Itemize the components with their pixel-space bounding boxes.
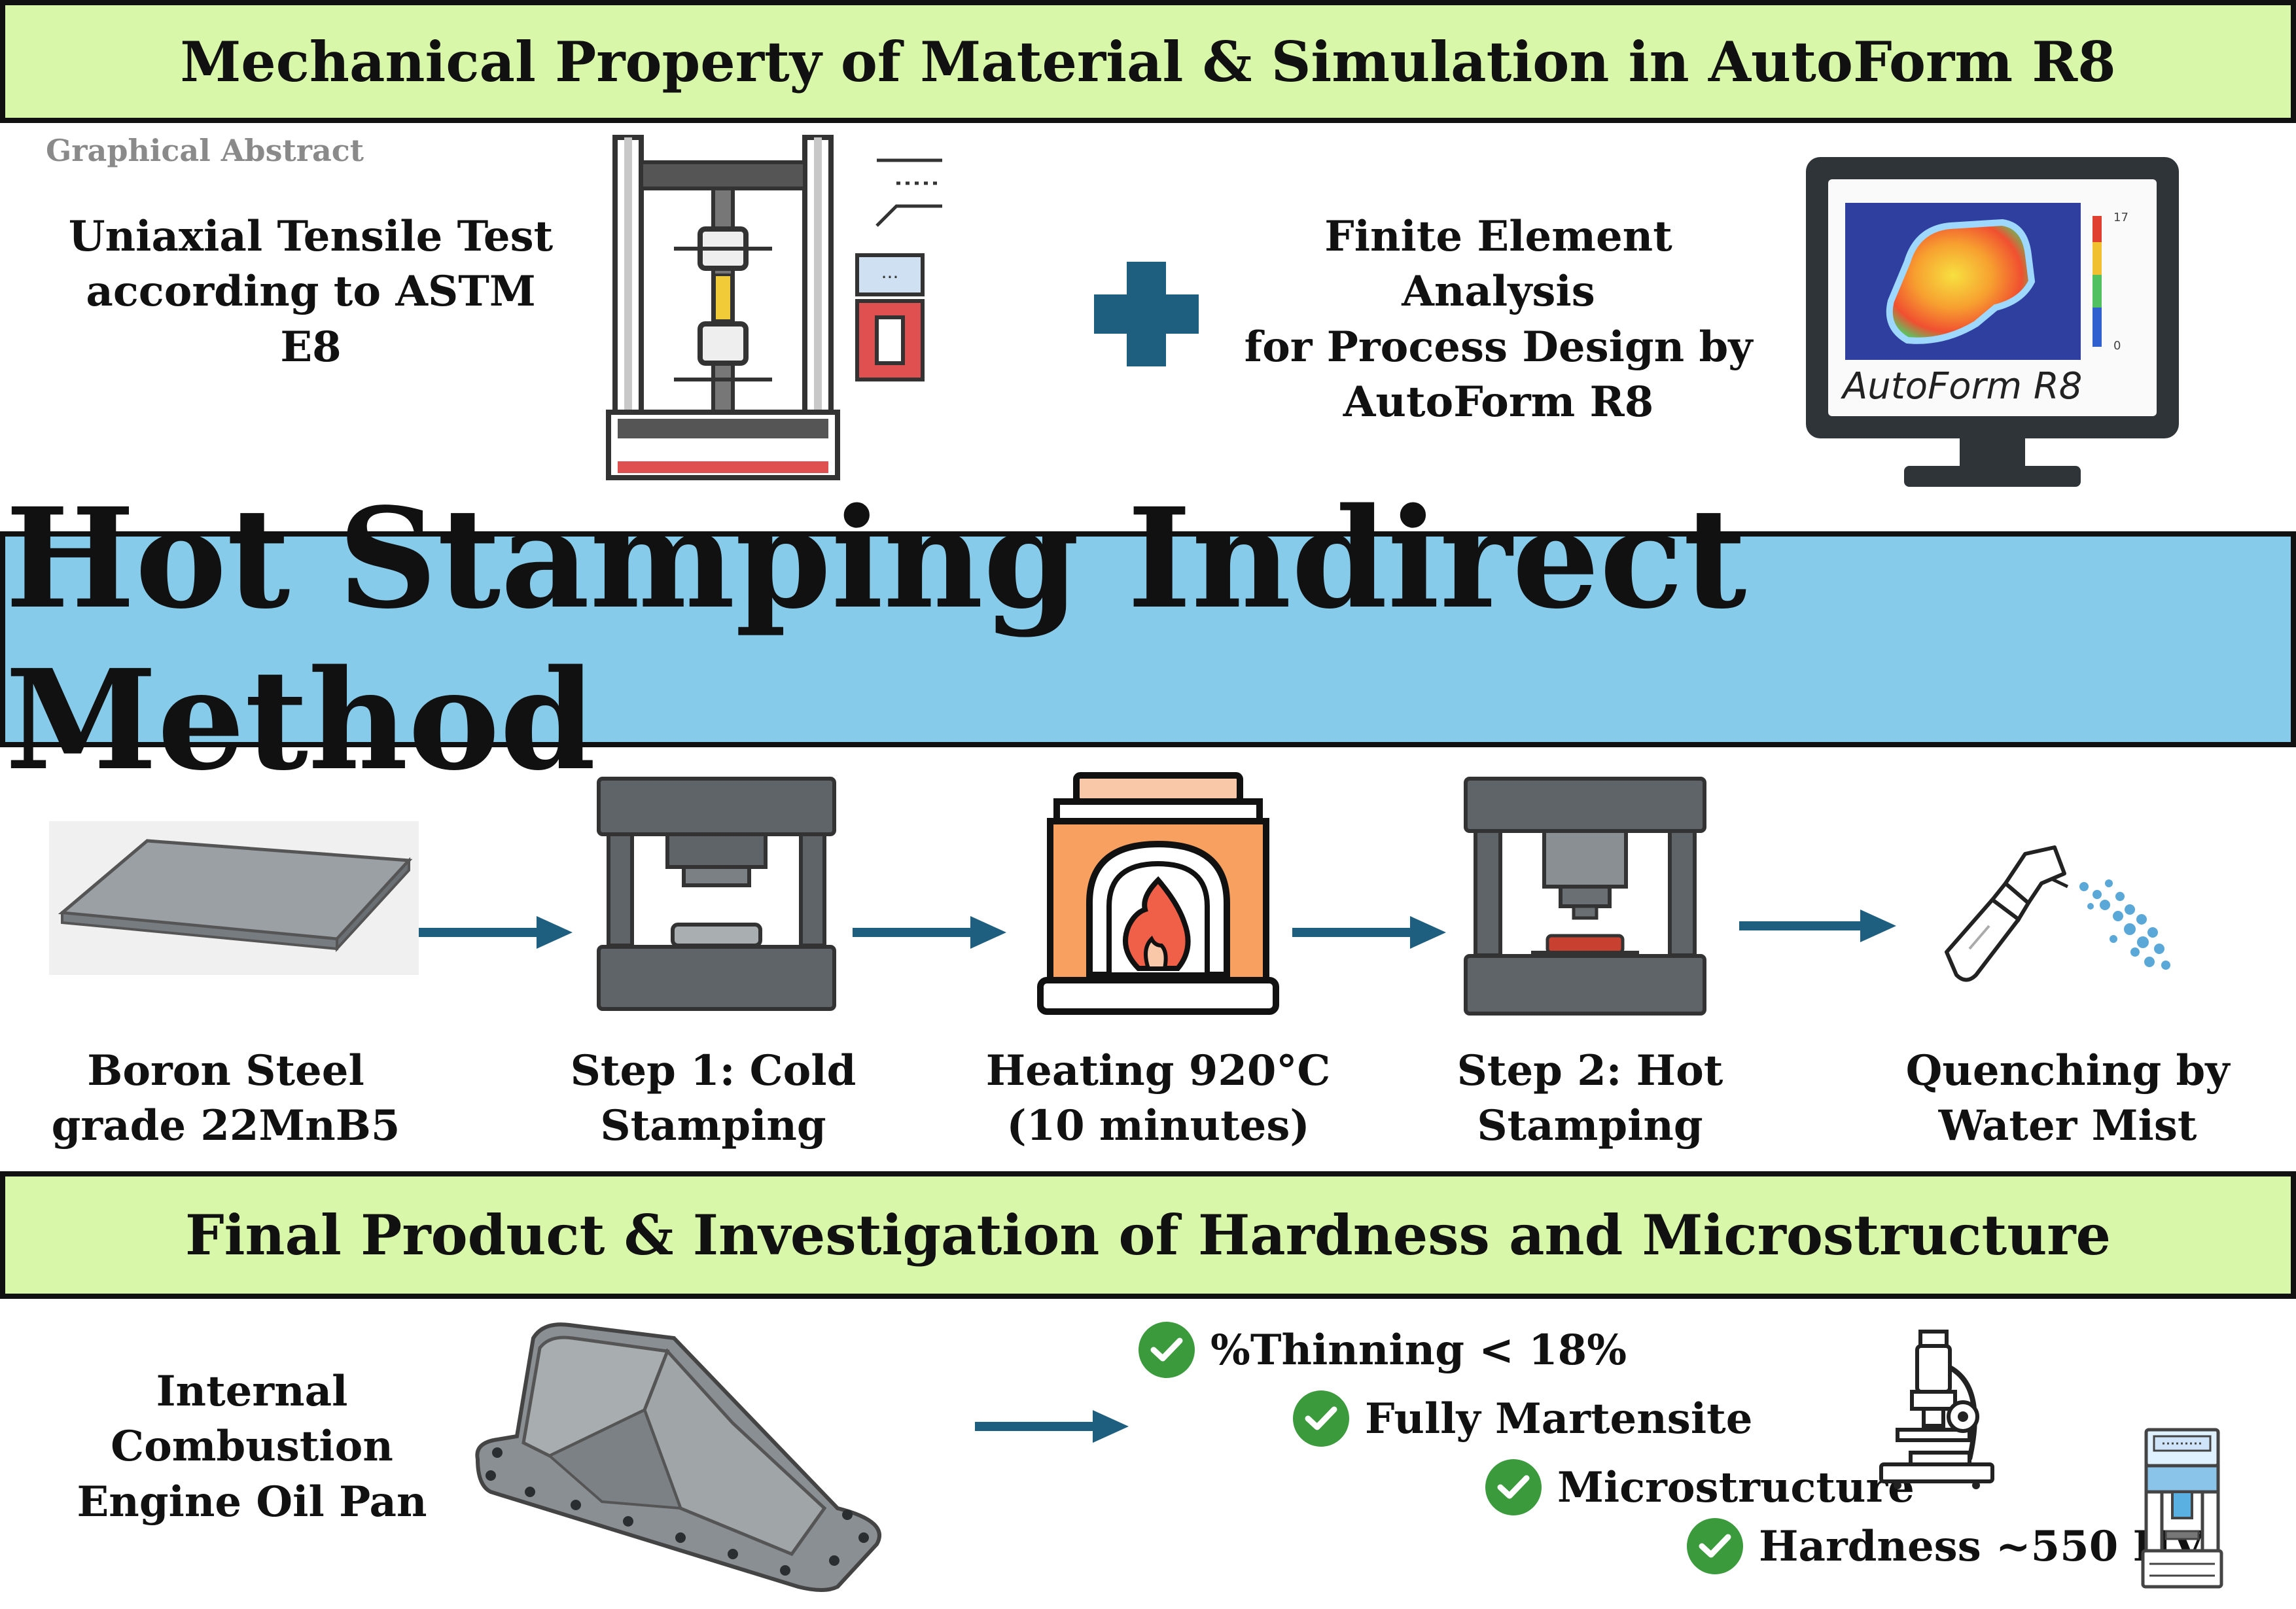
step-0-line-2: grade 22MnB5 (51, 1101, 400, 1151)
hardness-tester-icon (2141, 1428, 2223, 1589)
check-icon (1293, 1390, 1349, 1447)
oil-pan-icon (475, 1322, 881, 1592)
bottom-banner: Final Product & Investigation of Hardnes… (0, 1171, 2296, 1299)
arrow-1 (419, 916, 573, 949)
graphical-abstract-label: Graphical Abstract (46, 133, 364, 168)
fea-caption: Finite Element Analysis for Process Desi… (1230, 209, 1767, 431)
scale-min: 0 (2113, 339, 2121, 353)
step-caption-2: Heating 920°C (10 minutes) (955, 1044, 1361, 1154)
check-icon (1687, 1518, 1743, 1574)
autoform-monitor-icon: 17 0 AutoForm R8 (1806, 157, 2179, 497)
main-banner: Hot Stamping Indirect Method (0, 478, 2296, 801)
simulation-contour: 17 0 (1845, 203, 2128, 360)
scale-max: 17 (2113, 211, 2128, 224)
step-caption-4: Quenching by Water Mist (1865, 1044, 2270, 1154)
result-label: Fully Martensite (1365, 1394, 1753, 1443)
arrow-5 (975, 1410, 1129, 1443)
arrow-2 (853, 916, 1006, 949)
step-0-line-1: Boron Steel (87, 1046, 364, 1095)
result-label: %Thinning < 18% (1210, 1325, 1627, 1375)
fea-line-1: Finite Element Analysis (1324, 212, 1672, 317)
microscope-icon (1879, 1330, 1994, 1489)
step-1-line-2: Stamping (600, 1101, 826, 1151)
check-icon (1485, 1459, 1542, 1515)
tensile-test-caption: Uniaxial Tensile Test according to ASTM … (52, 209, 569, 375)
step-2-line-2: (10 minutes) (1006, 1101, 1310, 1151)
top-banner: Mechanical Property of Material & Simula… (0, 0, 2296, 123)
result-label: Hardness ~550 HV (1759, 1521, 2205, 1571)
main-banner-title: Hot Stamping Indirect Method (5, 478, 1747, 801)
arrow-3 (1292, 916, 1446, 949)
product-caption: Internal Combustion Engine Oil Pan (26, 1364, 478, 1530)
product-line-2: Engine Oil Pan (77, 1477, 427, 1527)
furnace-icon (1037, 772, 1279, 1015)
svg-text:...: ... (881, 261, 899, 283)
monitor-neck (1960, 438, 2025, 468)
step-2-line-1: Heating 920°C (985, 1046, 1331, 1095)
result-thinning: %Thinning < 18% (1139, 1322, 1627, 1378)
spray-bottle-icon (1945, 845, 2170, 982)
tensile-line-1: Uniaxial Tensile Test (68, 212, 554, 261)
result-microstructure: Microstructure (1485, 1459, 1915, 1515)
fea-line-3: AutoForm R8 (1343, 378, 1654, 427)
steel-sheet-icon (49, 821, 419, 975)
plus-icon (1094, 262, 1199, 366)
step-caption-1: Step 1: Cold Stamping (510, 1044, 916, 1154)
product-line-1: Internal Combustion (111, 1367, 393, 1472)
tensile-line-2: according to ASTM E8 (86, 267, 536, 372)
result-hardness: Hardness ~550 HV (1687, 1518, 2205, 1574)
hot-press-icon (1464, 777, 1706, 1016)
step-4-line-1: Quenching by (1905, 1046, 2230, 1095)
step-3-line-2: Stamping (1477, 1101, 1703, 1151)
result-martensite: Fully Martensite (1293, 1390, 1752, 1447)
bottom-banner-title: Final Product & Investigation of Hardnes… (185, 1203, 2111, 1267)
step-caption-0: Boron Steel grade 22MnB5 (29, 1044, 422, 1154)
result-label: Microstructure (1557, 1462, 1915, 1512)
step-4-line-2: Water Mist (1938, 1101, 2197, 1151)
step-caption-3: Step 2: Hot Stamping (1387, 1044, 1793, 1154)
step-3-line-1: Step 2: Hot (1457, 1046, 1723, 1095)
cold-press-icon (597, 777, 836, 1011)
arrow-4 (1739, 910, 1896, 942)
step-1-line-1: Step 1: Cold (570, 1046, 857, 1095)
monitor-brand: AutoForm R8 (1843, 365, 2083, 408)
fea-line-2: for Process Design by (1244, 322, 1753, 372)
check-icon (1139, 1322, 1195, 1378)
monitor-base (1904, 466, 2081, 487)
tensile-machine-icon: ... (606, 135, 942, 480)
top-banner-title: Mechanical Property of Material & Simula… (180, 29, 2116, 94)
